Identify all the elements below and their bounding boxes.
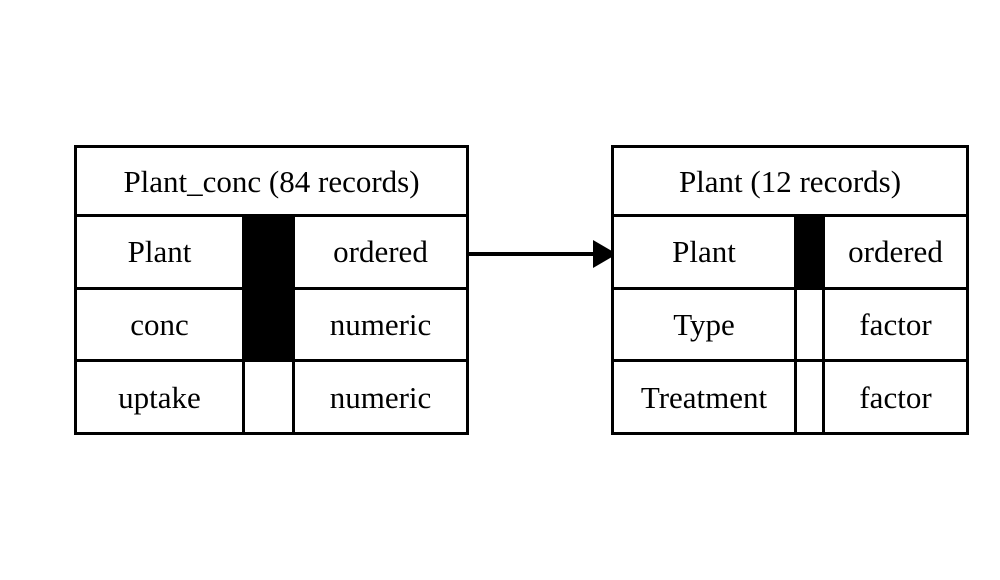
- relationship-arrow-icon: [469, 240, 617, 268]
- field-name: Plant: [77, 217, 245, 287]
- field-type: factor: [859, 307, 932, 342]
- table-row[interactable]: uptake numeric: [77, 362, 466, 433]
- entity-field-list-plant-conc: Plant ordered conc numeric uptake numeri…: [77, 217, 466, 433]
- field-name: uptake: [77, 362, 245, 433]
- table-row[interactable]: Type factor: [614, 289, 966, 363]
- key-marker-empty-icon: [245, 362, 295, 433]
- primary-key-marker-icon: [797, 217, 825, 287]
- field-name: Plant: [614, 217, 797, 287]
- field-type: numeric: [329, 307, 432, 342]
- entity-table-plant[interactable]: Plant (12 records) Plant ordered Type fa…: [611, 145, 969, 435]
- table-row[interactable]: Plant ordered: [77, 217, 466, 290]
- entity-title-plant-conc: Plant_conc (84 records): [77, 148, 466, 217]
- table-row[interactable]: conc numeric: [77, 289, 466, 363]
- primary-key-marker-icon: [245, 217, 295, 287]
- field-name: Type: [614, 289, 797, 360]
- entity-field-list-plant: Plant ordered Type factor Treatment fact…: [614, 217, 966, 433]
- field-name: conc: [77, 289, 245, 360]
- field-name: Treatment: [614, 362, 797, 433]
- field-type: numeric: [329, 379, 432, 415]
- primary-key-marker-icon: [245, 289, 295, 360]
- key-marker-empty-icon: [797, 289, 825, 360]
- entity-table-plant-conc[interactable]: Plant_conc (84 records) Plant ordered co…: [74, 145, 469, 435]
- field-type: ordered: [848, 234, 943, 270]
- table-row[interactable]: Treatment factor: [614, 362, 966, 433]
- key-marker-empty-icon: [797, 362, 825, 433]
- entity-title-plant: Plant (12 records): [614, 148, 966, 217]
- table-row[interactable]: Plant ordered: [614, 217, 966, 290]
- field-type: ordered: [333, 234, 428, 270]
- field-type: factor: [859, 379, 932, 415]
